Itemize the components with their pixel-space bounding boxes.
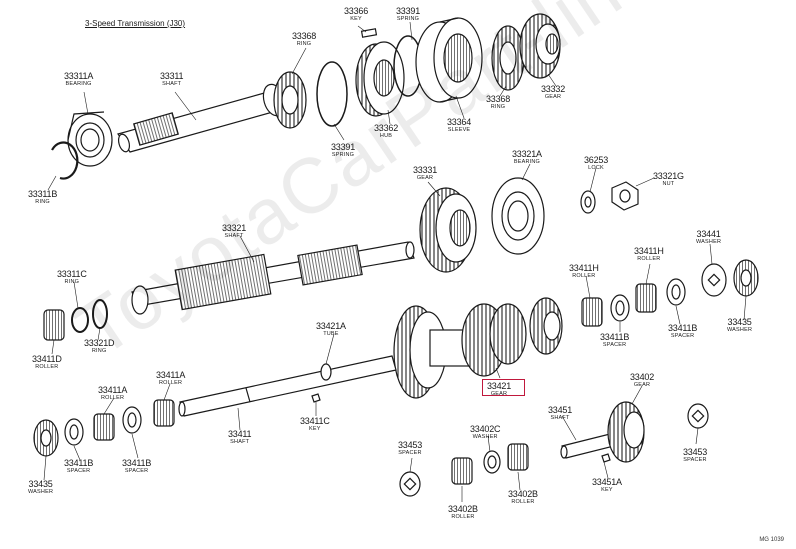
spacer-33411B-left: [64, 406, 142, 446]
ring-33311B: [51, 141, 79, 180]
key-33451A: [601, 453, 611, 463]
highlight-box-33421: [482, 379, 525, 396]
diagram-title: 3-Speed Transmission (J30): [85, 19, 186, 28]
gear-33332: [519, 13, 561, 79]
spacer-33453: [399, 403, 709, 497]
roller-33411A-1: [93, 413, 115, 441]
leader-lines: [43, 21, 747, 502]
gear-33331: [419, 187, 477, 273]
washer-33435-b: [33, 419, 59, 457]
roller-33411A-2: [153, 399, 175, 427]
gear-33421: [393, 297, 563, 399]
output-shaft-33321: [131, 241, 415, 315]
bearing-33321A: [491, 177, 545, 255]
diagram-code: MG 1039: [759, 537, 784, 543]
ring-33311C: [71, 307, 89, 333]
ring-33368-a: [273, 71, 307, 129]
washer-33441: [701, 263, 727, 297]
spring-33391-a: [316, 61, 348, 127]
roller-33411H: [581, 297, 603, 327]
input-shaft-33311: [117, 83, 286, 153]
key-33411C: [311, 393, 321, 403]
washer-33435-a: [733, 259, 759, 297]
key-33366: [360, 28, 378, 38]
roller-33411H-2: [635, 283, 657, 313]
gear-33402: [607, 401, 645, 463]
tube-33421A: [320, 363, 332, 381]
bearing-33311A: [67, 111, 113, 167]
lock-36253: [580, 190, 596, 214]
spacer-33411B-right: [610, 278, 686, 322]
roller-33402B: [451, 443, 529, 485]
shaft-33411: [178, 355, 397, 417]
roller-33411D: [43, 309, 65, 341]
nut-33321G: [611, 181, 639, 211]
sleeve-33364: [415, 17, 483, 103]
ring-33368-b: [491, 25, 525, 91]
washer-33402C: [483, 450, 501, 474]
